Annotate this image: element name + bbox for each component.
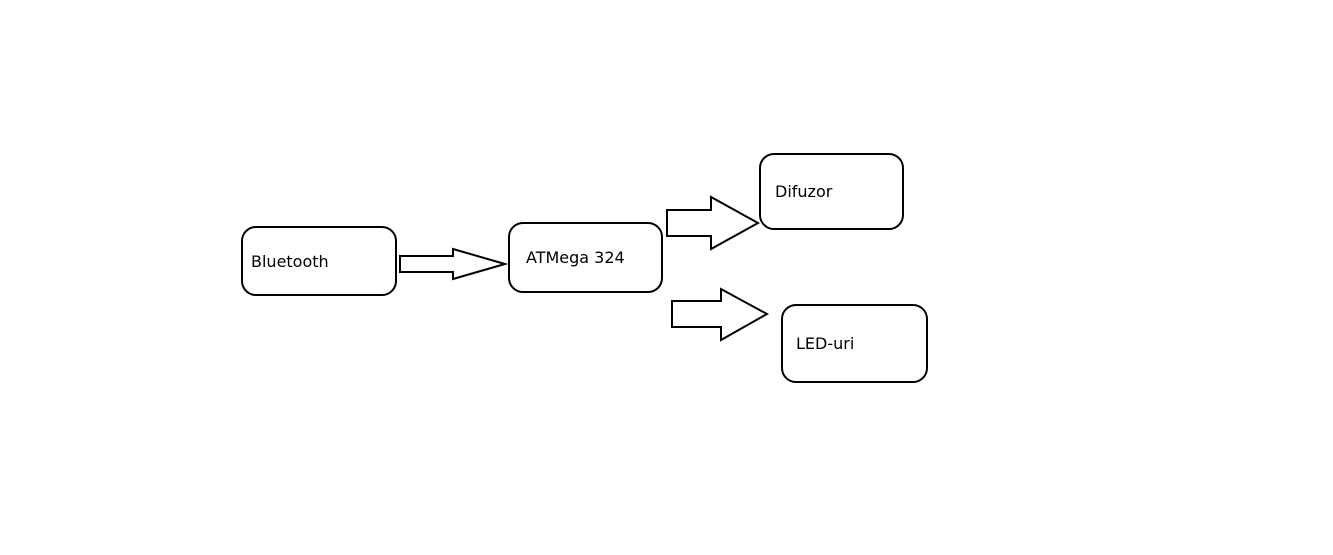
node-bluetooth: Bluetooth: [241, 226, 397, 296]
node-difuzor: Difuzor: [759, 153, 904, 230]
arrow-bluetooth-to-atmega: [399, 247, 509, 281]
node-atmega: ATMega 324: [508, 222, 663, 293]
node-label-atmega: ATMega 324: [526, 248, 625, 267]
node-leduri: LED-uri: [781, 304, 928, 383]
node-label-leduri: LED-uri: [796, 334, 855, 353]
arrow-atmega-to-difuzor: [666, 195, 761, 251]
arrow-atmega-to-leduri: [671, 287, 770, 342]
node-label-difuzor: Difuzor: [775, 182, 833, 201]
node-label-bluetooth: Bluetooth: [251, 251, 329, 271]
